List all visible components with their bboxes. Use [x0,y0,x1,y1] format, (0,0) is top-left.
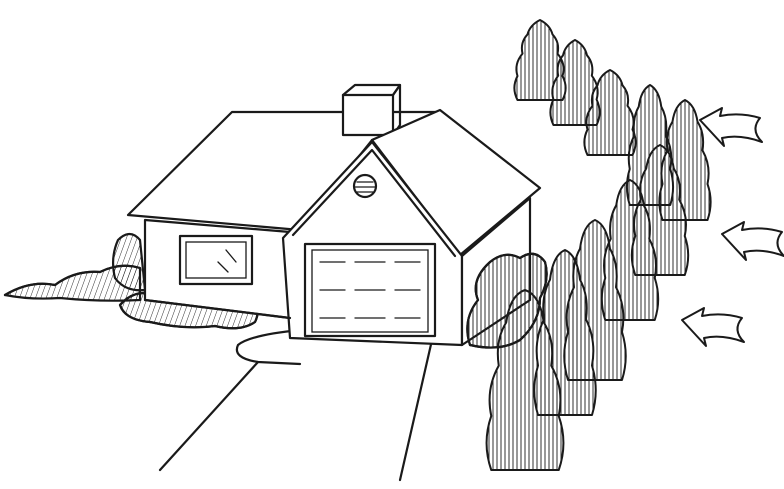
wind-arrow-icon [682,308,744,346]
garage-door [305,244,435,336]
wind-arrow-icon [722,222,784,260]
chimney [343,95,393,135]
window [180,236,252,284]
gable-vent [354,175,376,197]
driveway [160,330,432,480]
wind-arrow-icon [700,108,762,146]
